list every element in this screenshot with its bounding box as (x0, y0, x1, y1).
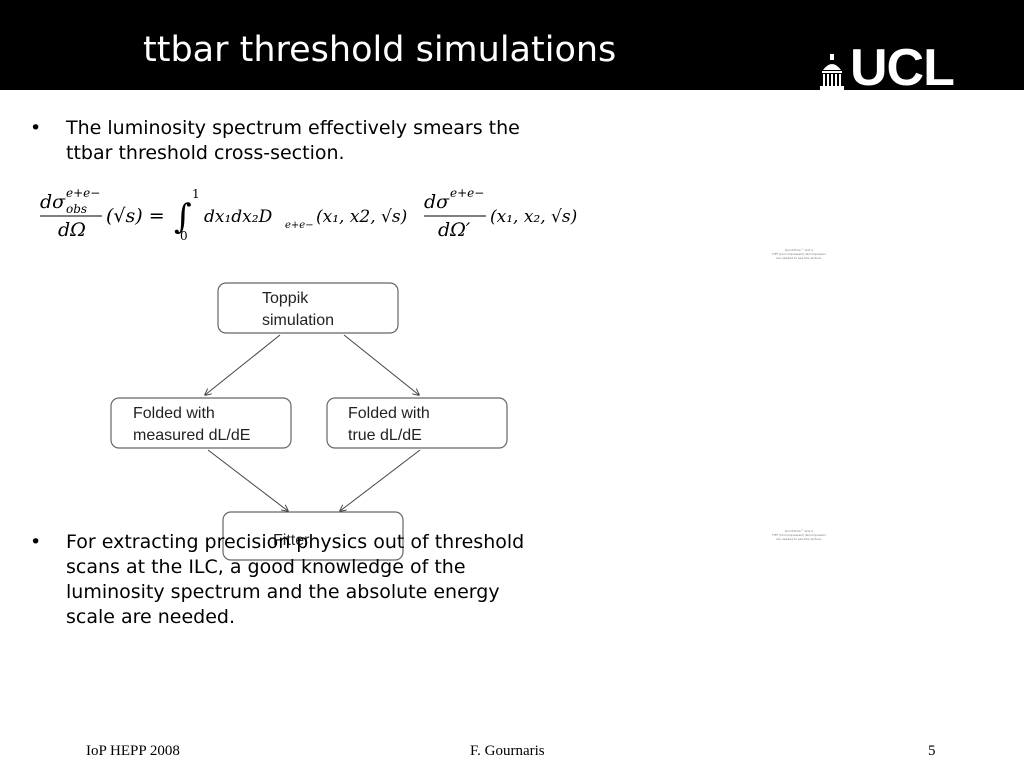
bullet-marker: • (30, 531, 42, 553)
integral-sign: ∫ (174, 197, 192, 237)
flow-arrow (207, 449, 288, 511)
flow-arrow (205, 334, 281, 395)
flow-label-measured: Folded with measured dL/dE (133, 405, 251, 444)
formula-rhs-sup: e+e− (450, 186, 484, 200)
formula-lhs-sub: obs (66, 202, 87, 216)
simulation-flowchart (110, 282, 508, 561)
flow-label-toppik: Toppik simulation (262, 290, 335, 329)
formula-rhs-num: dσ (424, 191, 450, 213)
formula-lhs-arg: (√s) = (106, 205, 165, 227)
formula-rhs-args: (x₁, x₂, √s) (490, 207, 577, 227)
bullet-text-precision: For extracting precision physics out of … (66, 531, 525, 628)
flow-node-toppik (217, 282, 399, 334)
formula-d-sub: e+e− (285, 220, 314, 231)
logo-wordmark: UCL (850, 39, 955, 97)
portico-dome-icon (820, 54, 844, 90)
formula-d-args: (x₁, x2, √s) (316, 207, 407, 227)
flow-node-measured (110, 397, 292, 449)
formula-lhs-sup: e+e− (66, 186, 100, 200)
formula-int-upper: 1 (192, 187, 200, 201)
footer-conference: IoP HEPP 2008 (86, 743, 180, 759)
flow-label-true: Folded with true dL/dE (348, 405, 430, 444)
flow-arrow (343, 334, 419, 395)
cross-section-formula: dσ e+e− obs dΩ (√s) = ∫ 1 0 dx₁dx₂D e+e−… (40, 186, 577, 243)
bullet-text-luminosity: The luminosity spectrum effectively smea… (66, 117, 520, 164)
flow-label-fitter: Fitter (273, 532, 310, 549)
flow-node-fitter (222, 511, 404, 561)
page-number: 5 (928, 743, 936, 759)
footer-author: F. Gournaris (470, 743, 545, 759)
quicktime-placeholder: QuickTime™ and a TIFF (Uncompressed) dec… (772, 248, 826, 260)
flow-arrow (340, 449, 421, 511)
ucl-logo: UCL (820, 39, 990, 97)
slide-title: ttbar threshold simulations (143, 30, 617, 70)
formula-int-lower: 0 (180, 229, 188, 243)
quicktime-placeholder: QuickTime™ and a TIFF (Uncompressed) dec… (772, 529, 826, 541)
formula-integrand: dx₁dx₂D (204, 207, 273, 227)
formula-lhs-num: dσ (40, 191, 66, 213)
formula-lhs-den: dΩ (58, 219, 86, 241)
bullet-marker: • (30, 117, 42, 139)
flow-node-true (326, 397, 508, 449)
title-bar: ttbar threshold simulations UCL (0, 0, 1024, 97)
formula-rhs-den: dΩ′ (438, 219, 471, 241)
